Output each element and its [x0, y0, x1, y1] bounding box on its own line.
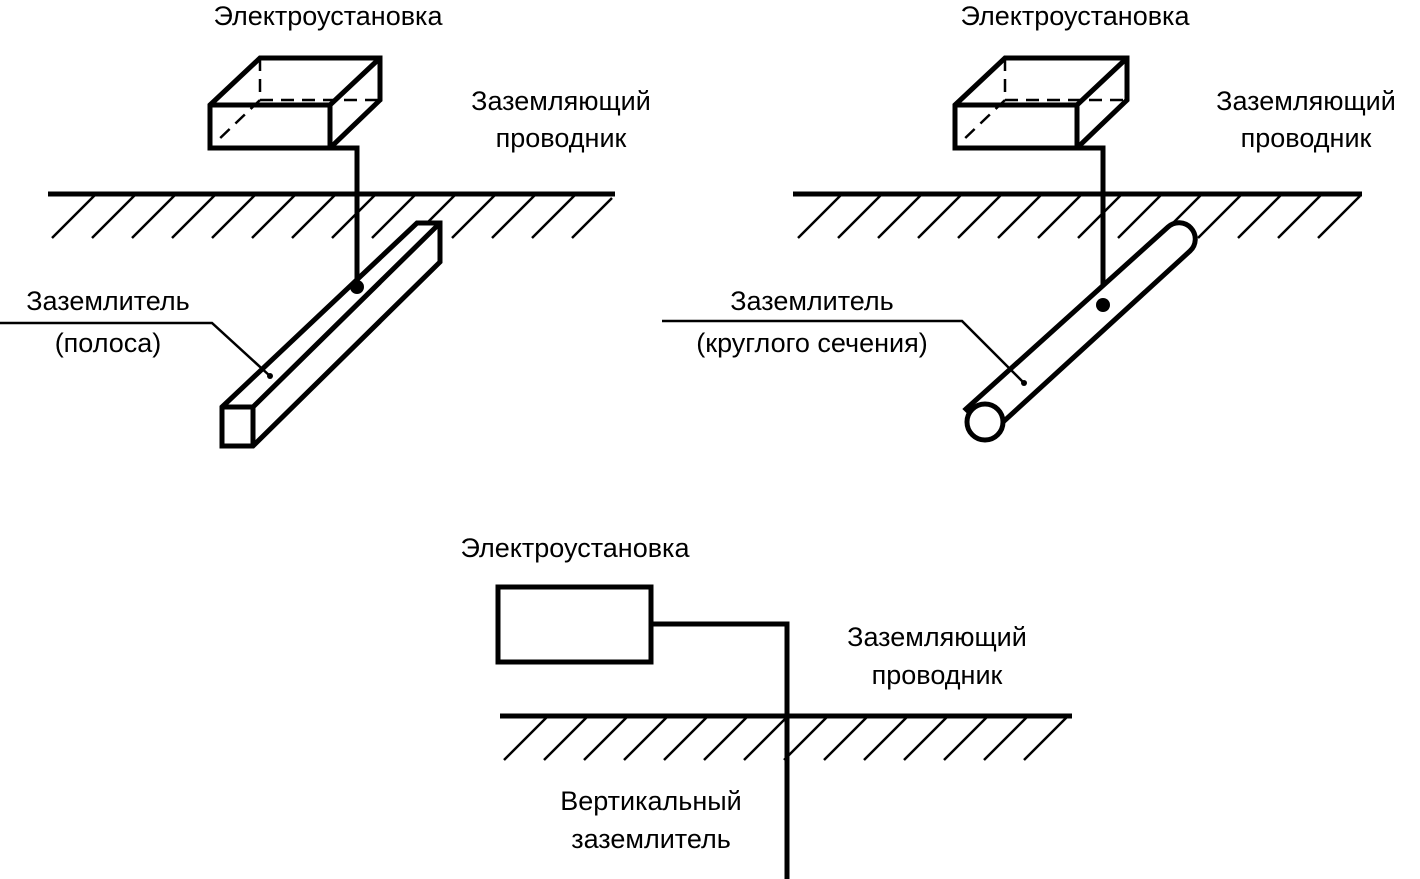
installation-label-1: Электроустановка	[213, 1, 443, 31]
diagram-strip-electrode	[0, 55, 615, 449]
connection-point-1	[350, 280, 364, 294]
installation-label-2: Электроустановка	[960, 1, 1190, 31]
electrode-leader-2	[662, 319, 1025, 384]
installation-box-1	[207, 55, 383, 151]
installation-box-1-hidden-edges	[214, 58, 380, 144]
electrode-label-2-line2: (круглого сечения)	[696, 328, 928, 358]
conductor-label-3-line1: Заземляющий	[847, 622, 1027, 652]
electrode-leader-dot-1	[267, 373, 273, 379]
electrode-label-3-line1: Вертикальный	[560, 786, 742, 816]
electrode-label-2-line1: Заземлитель	[730, 286, 894, 316]
conductor-label-2-line1: Заземляющий	[1216, 86, 1396, 116]
conductor-label-1-line1: Заземляющий	[471, 86, 651, 116]
electrode-label-3-line2: заземлитель	[571, 824, 731, 854]
grounding-conductor-1	[330, 145, 360, 287]
conductor-label-3-line2: проводник	[871, 660, 1003, 690]
installation-box-2	[952, 55, 1130, 151]
conductor-label-1-line2: проводник	[495, 123, 627, 153]
electrode-label-1-line1: Заземлитель	[26, 286, 190, 316]
installation-box-3	[495, 584, 654, 665]
round-electrode	[962, 220, 1198, 443]
conductor-label-2-line2: проводник	[1240, 123, 1372, 153]
electrode-leader-1	[0, 321, 271, 377]
installation-label-3: Электроустановка	[460, 533, 690, 563]
electrode-label-1-line2: (полоса)	[54, 328, 162, 358]
diagram-vertical-electrode	[495, 584, 1072, 879]
strip-electrode	[219, 220, 443, 449]
connection-point-2	[1096, 298, 1110, 312]
electrode-leader-dot-2	[1021, 380, 1027, 386]
grounding-conductor-3	[651, 621, 790, 879]
ground-hatching-1	[51, 193, 613, 239]
ground-hatching-2	[797, 193, 1361, 239]
ground-hatching-3	[503, 715, 1069, 761]
grounding-conductor-2	[1077, 145, 1106, 303]
installation-box-2-hidden-edges	[959, 58, 1127, 144]
diagram-round-electrode	[662, 55, 1362, 443]
